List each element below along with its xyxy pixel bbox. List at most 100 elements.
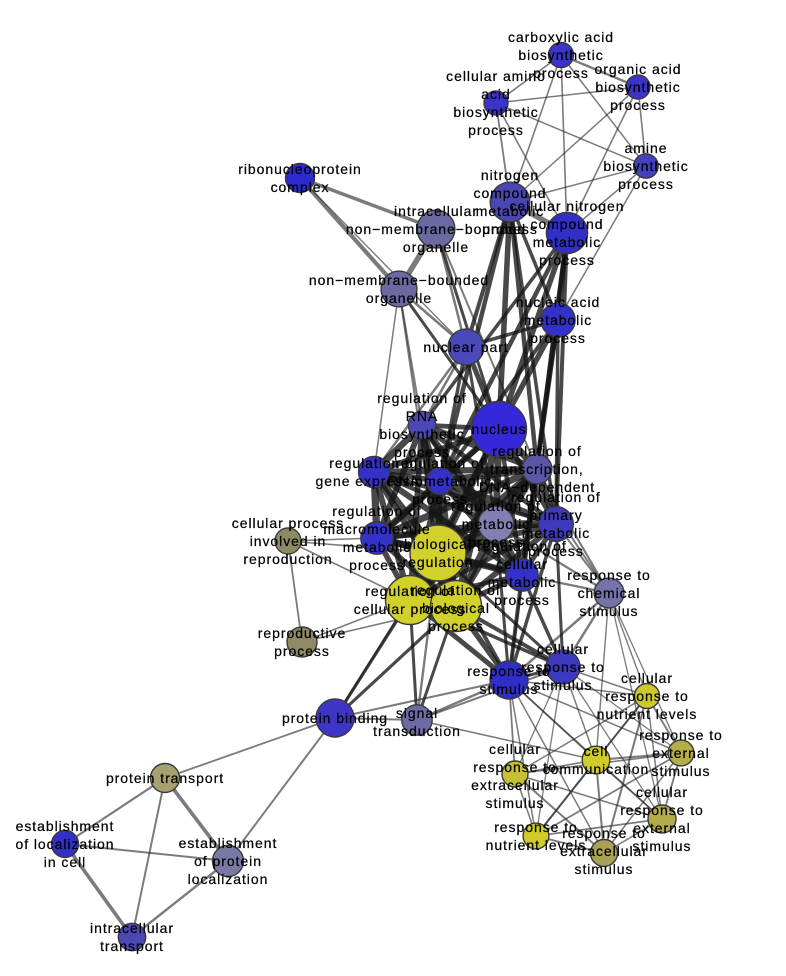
svg-text:extracellular: extracellular [560,843,648,859]
svg-text:regulation of: regulation of [332,503,421,519]
svg-text:stimulus: stimulus [575,861,634,877]
svg-text:regulation of: regulation of [395,455,484,471]
svg-text:external: external [633,820,690,836]
svg-text:cellular: cellular [489,741,541,757]
svg-text:of protein: of protein [194,853,262,869]
svg-text:process: process [530,330,586,346]
svg-text:biosynthetic: biosynthetic [379,426,464,442]
svg-text:metabolic: metabolic [476,203,544,219]
svg-text:transcription,: transcription, [490,461,583,477]
svg-text:process: process [533,65,589,81]
svg-text:regulation of: regulation of [365,583,454,599]
svg-text:external: external [652,745,709,761]
svg-text:cellular process: cellular process [354,601,466,617]
svg-text:regulation of: regulation of [451,498,540,514]
svg-text:response to: response to [473,759,557,775]
svg-text:response to: response to [605,688,689,704]
svg-text:cellular nitrogen: cellular nitrogen [510,198,625,214]
svg-text:regulation of: regulation of [477,538,566,554]
svg-text:non−membrane−bounded: non−membrane−bounded [309,272,489,288]
svg-text:process: process [482,221,538,237]
svg-text:RNA: RNA [406,408,438,424]
svg-text:carboxylic acid: carboxylic acid [508,29,614,45]
svg-text:compound: compound [531,216,604,232]
svg-text:RNA metabolic: RNA metabolic [388,473,493,489]
svg-text:cellular: cellular [496,556,548,572]
svg-text:protein transport: protein transport [106,770,224,786]
svg-text:nutrient levels: nutrient levels [597,706,698,722]
svg-text:of localization: of localization [15,836,114,852]
svg-text:compound: compound [474,185,547,201]
svg-text:process: process [412,491,468,507]
svg-text:response to: response to [639,727,723,743]
svg-text:cellular amino: cellular amino [446,68,546,84]
svg-text:intracellular: intracellular [90,920,174,936]
svg-text:biosynthetic: biosynthetic [603,158,688,174]
svg-text:metabolic: metabolic [488,574,556,590]
svg-text:nutrient levels: nutrient levels [486,837,587,853]
svg-text:involved in: involved in [250,533,327,549]
svg-text:gene expression: gene expression [316,473,433,489]
svg-text:organelle: organelle [366,290,432,306]
svg-text:biological: biological [422,600,490,616]
svg-text:non−membrane−bounded: non−membrane−bounded [346,221,526,237]
svg-text:primary: primary [529,507,582,523]
svg-text:cellular: cellular [621,670,673,686]
svg-text:regulation of: regulation of [377,390,466,406]
svg-text:stimulus: stimulus [633,838,692,854]
svg-text:biological: biological [404,536,472,552]
svg-text:protein binding: protein binding [282,710,388,726]
svg-text:stimulus: stimulus [534,677,593,693]
svg-text:intracellular: intracellular [394,203,478,219]
svg-text:cell: cell [584,743,609,759]
svg-text:regulation: regulation [403,554,474,570]
svg-text:response to: response to [521,659,605,675]
svg-text:reproduction: reproduction [243,551,332,567]
svg-text:organelle: organelle [403,239,469,255]
svg-text:signal: signal [396,705,438,721]
svg-text:process: process [394,444,450,460]
svg-text:process: process [610,97,666,113]
svg-text:amine: amine [625,140,668,156]
svg-text:transport: transport [100,938,164,954]
svg-text:biosynthetic: biosynthetic [595,79,680,95]
svg-text:stimulus: stimulus [480,681,539,697]
svg-text:organic acid: organic acid [595,61,682,77]
svg-text:nucleic acid: nucleic acid [516,294,601,310]
svg-text:stimulus: stimulus [580,603,639,619]
svg-text:stimulus: stimulus [486,795,545,811]
svg-text:process: process [539,252,595,268]
svg-text:process: process [468,534,524,550]
svg-text:process: process [528,543,584,559]
svg-text:nucleus: nucleus [472,421,527,437]
svg-text:chemical: chemical [578,585,641,601]
svg-text:process: process [618,176,674,192]
svg-text:process: process [274,643,330,659]
svg-text:establishment: establishment [16,818,115,834]
svg-text:response to: response to [567,567,651,583]
svg-text:regulation of: regulation of [511,489,600,505]
svg-text:metabolic: metabolic [524,312,592,328]
svg-text:response to: response to [620,802,704,818]
svg-text:metabolic: metabolic [533,234,601,250]
svg-text:localization: localization [188,871,269,887]
svg-text:DNA−dependent: DNA−dependent [479,479,595,495]
svg-text:process: process [494,592,550,608]
svg-text:metabolic: metabolic [522,525,590,541]
svg-text:stimulus: stimulus [652,763,711,779]
svg-text:nuclear part: nuclear part [423,339,508,355]
svg-text:ribonucleoprotein: ribonucleoprotein [238,161,362,177]
svg-text:process: process [468,122,524,138]
svg-text:cellular process: cellular process [232,515,344,531]
svg-text:metabolic: metabolic [462,516,530,532]
svg-text:establishment: establishment [179,835,278,851]
svg-text:reproductive: reproductive [258,625,346,641]
svg-text:regulation of: regulation of [329,455,418,471]
svg-text:process: process [349,557,405,573]
svg-text:biosynthetic: biosynthetic [453,104,538,120]
svg-text:process: process [428,618,484,634]
svg-text:acid: acid [481,86,510,102]
svg-text:nitrogen: nitrogen [481,167,539,183]
svg-text:in cell: in cell [44,854,86,870]
svg-text:communication: communication [543,761,650,777]
